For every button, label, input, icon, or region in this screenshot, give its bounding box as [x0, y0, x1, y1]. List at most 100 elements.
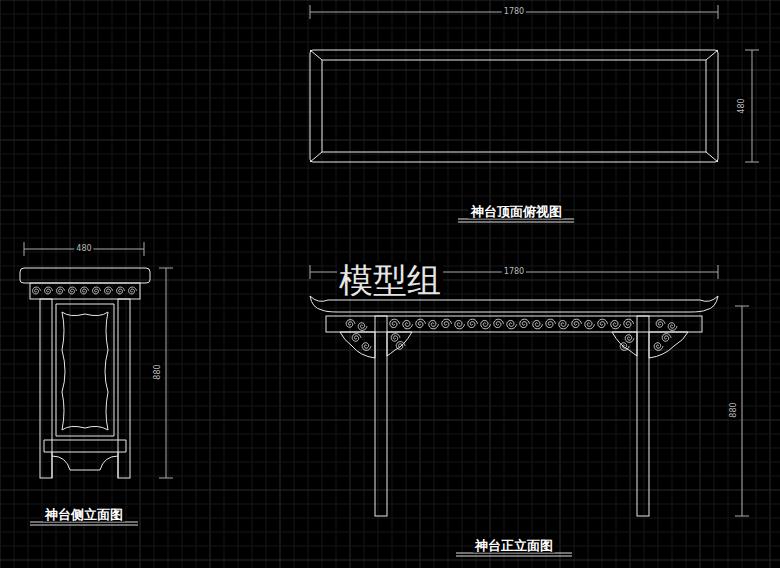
carving-scroll — [45, 287, 53, 294]
dimension: 480 — [737, 96, 747, 115]
grid-line — [462, 0, 463, 568]
carving-scroll — [481, 320, 491, 328]
carving-scroll — [352, 334, 361, 342]
carving-scroll — [507, 320, 517, 328]
grid-line — [0, 392, 780, 393]
side-frame — [56, 304, 114, 436]
front-tabletop — [310, 296, 718, 312]
grid-line — [0, 0, 1, 568]
carving-scroll — [620, 343, 629, 351]
grid-line — [0, 448, 780, 449]
grid-line — [70, 0, 71, 568]
grid-line — [700, 0, 701, 568]
grid-line — [630, 0, 631, 568]
corner-mitre — [310, 50, 718, 162]
grid-line — [0, 0, 780, 1]
grid-line — [0, 140, 780, 141]
grid-line — [266, 0, 267, 568]
grid-line — [658, 0, 659, 568]
grid-line — [0, 350, 780, 351]
side-leg — [40, 299, 52, 478]
grid-line — [196, 0, 197, 568]
grid-line — [0, 434, 780, 435]
grid-line — [0, 406, 780, 407]
grid-line — [546, 0, 547, 568]
grid-line — [0, 56, 780, 57]
grid-line — [0, 126, 780, 127]
side-tabletop — [20, 268, 150, 283]
front-leg — [375, 316, 387, 516]
grid-line — [644, 0, 645, 568]
carving-scroll — [654, 343, 663, 351]
grid-line — [168, 0, 169, 568]
grid-line — [770, 0, 771, 568]
side-apron — [30, 283, 140, 299]
grid-line — [0, 364, 780, 365]
grid-line — [294, 0, 295, 568]
carving-scroll — [69, 287, 77, 294]
carving-scroll — [429, 320, 439, 328]
carving-scroll — [625, 335, 634, 343]
dimension-lines — [24, 242, 173, 478]
carving-scroll — [57, 287, 65, 294]
front-apron — [326, 316, 702, 332]
carving-scroll — [533, 320, 543, 328]
view-title: 神台侧立面图 — [43, 507, 125, 522]
grid-line — [0, 560, 780, 561]
view-title: 神台顶面俯视图 — [469, 204, 564, 219]
carving-scroll — [391, 334, 400, 342]
grid-line — [0, 84, 780, 85]
altar-table-drawing — [20, 5, 759, 556]
carving-scroll — [93, 287, 101, 294]
grid-line — [0, 210, 780, 211]
carving-scroll — [559, 320, 569, 328]
grid-line — [112, 0, 113, 568]
carving-scroll — [494, 319, 504, 327]
carving-scroll — [403, 320, 413, 328]
carving-scroll — [455, 320, 465, 328]
grid-line — [574, 0, 575, 568]
grid-line — [0, 378, 780, 379]
carving-scroll — [611, 320, 621, 328]
grid-line — [0, 238, 780, 239]
grid-line — [182, 0, 183, 568]
front-leg — [637, 316, 649, 516]
grid-line — [154, 0, 155, 568]
grid-line — [224, 0, 225, 568]
grid-line — [490, 0, 491, 568]
grid-line — [756, 0, 757, 568]
grid-line — [0, 476, 780, 477]
carving-scroll — [585, 320, 595, 328]
grid-line — [0, 490, 780, 491]
carving-scroll — [546, 319, 556, 327]
dimension: 880 — [153, 362, 163, 381]
grid-line — [616, 0, 617, 568]
carving-scroll — [396, 342, 405, 350]
carving-scroll — [416, 319, 426, 327]
front-corner-bracket — [387, 332, 412, 356]
grid-line — [84, 0, 85, 568]
grid-line — [280, 0, 281, 568]
grid-line — [588, 0, 589, 568]
side-panel — [62, 312, 108, 430]
grid-line — [532, 0, 533, 568]
carving-scroll — [390, 319, 400, 327]
grid-line — [252, 0, 253, 568]
grid-line — [602, 0, 603, 568]
grid-line — [0, 196, 780, 197]
grid-line — [0, 28, 780, 29]
carving-scroll — [468, 319, 478, 327]
tabletop-outline — [310, 50, 718, 162]
carving-scroll — [624, 319, 634, 327]
grid-line — [0, 112, 780, 113]
dimension: 1780 — [502, 267, 526, 277]
carving-scroll — [520, 319, 530, 327]
carving-scroll — [442, 319, 452, 327]
grid-line — [28, 0, 29, 568]
carving-scroll — [117, 287, 125, 294]
grid-line — [308, 0, 309, 568]
side-stretcher — [44, 440, 126, 452]
grid-line — [0, 462, 780, 463]
